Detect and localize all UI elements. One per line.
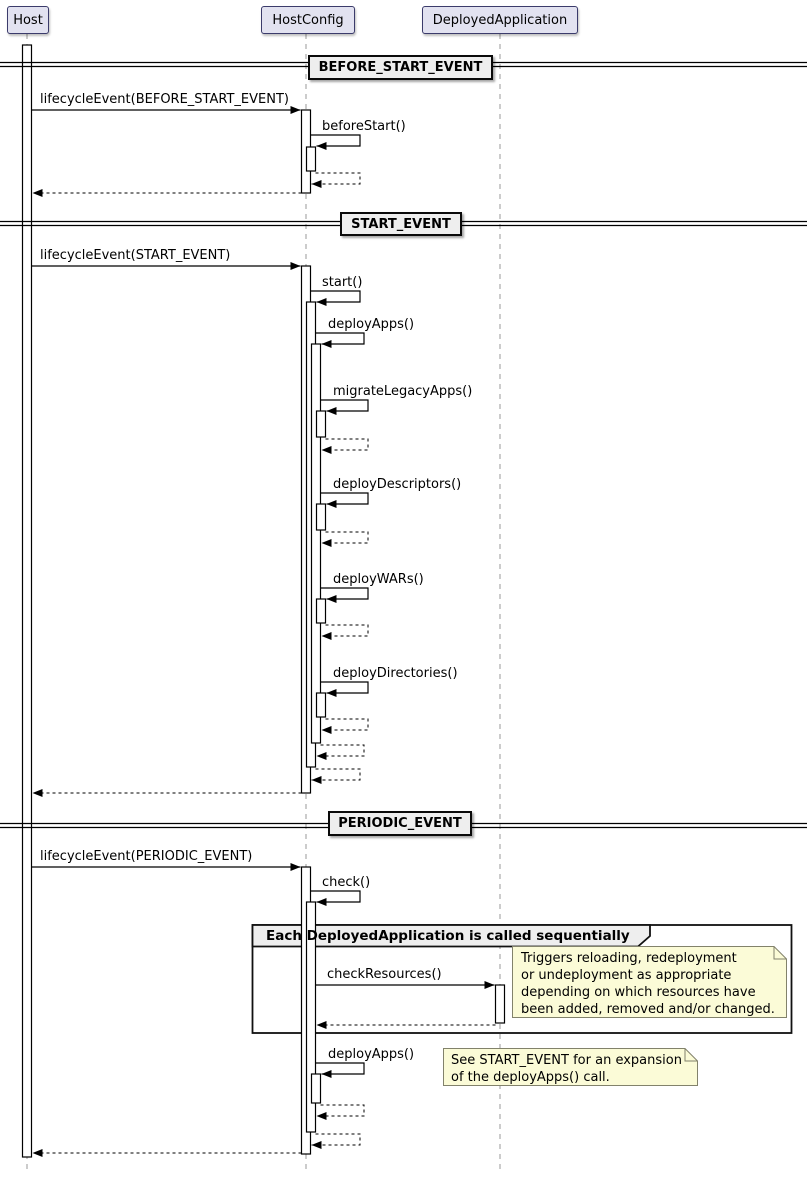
activation-deployedapplication [494, 984, 506, 1024]
activation-deploydirectories [315, 692, 327, 718]
note-checkresources-text: Triggers reloading, redeployment or unde… [521, 951, 775, 1017]
message-label-deploydirectories: deployDirectories() [333, 666, 458, 681]
participant-deployedapplication: DeployedApplication [422, 6, 578, 34]
message-label-deployapps: deployApps() [328, 317, 415, 332]
message-label-deploydescriptors: deployDescriptors() [333, 477, 462, 492]
activation-deployapps [310, 343, 322, 744]
return-deployapps-periodic [316, 1104, 365, 1120]
arrow-start [310, 290, 361, 306]
divider-before-start-event: BEFORE_START_EVENT [308, 55, 493, 80]
activation-host [21, 44, 33, 1158]
message-label-beforestart: beforeStart() [322, 119, 406, 134]
note-deployapps-text: See START_EVENT for an expansion of the … [451, 1053, 682, 1085]
message-label-start: start() [322, 275, 363, 290]
group-frame-label: Each DeployedApplication is called seque… [266, 928, 630, 944]
return-beforestart [311, 172, 361, 188]
participant-hostconfig: HostConfig [261, 6, 355, 34]
activation-deploywars [315, 598, 327, 624]
activation-deploydescriptors [315, 503, 327, 531]
arrow-beforestart [310, 134, 361, 150]
arrow-deployapps-periodic [315, 1062, 365, 1078]
divider-before-start-event-label: BEFORE_START_EVENT [318, 60, 483, 75]
activation-deployapps-periodic [310, 1073, 322, 1104]
return-deploydirectories [321, 718, 369, 734]
message-label-lifecycle-before-start: lifecycleEvent(BEFORE_START_EVENT) [40, 92, 289, 107]
note-deployapps-fold-icon [684, 1048, 698, 1062]
divider-periodic-event-label: PERIODIC_EVENT [338, 816, 462, 831]
activation-check [305, 901, 317, 1133]
return-deployapps [316, 744, 365, 760]
participant-hostconfig-label: HostConfig [272, 12, 344, 28]
message-label-lifecycle-periodic: lifecycleEvent(PERIODIC_EVENT) [40, 849, 253, 864]
message-label-check: check() [322, 875, 371, 890]
divider-start-event-label: START_EVENT [351, 216, 451, 232]
arrow-deployapps [315, 332, 365, 348]
note-deployapps-body [443, 1048, 698, 1086]
divider-periodic-event: PERIODIC_EVENT [328, 811, 472, 836]
return-deploydescriptors [321, 531, 369, 547]
return-start [311, 768, 361, 784]
message-label-deploywars: deployWARs() [333, 572, 424, 587]
participant-host: Host [7, 6, 49, 34]
return-deploywars [321, 624, 369, 640]
message-label-migratelegacyapps: migrateLegacyApps() [333, 384, 473, 399]
group-frame-header [251, 924, 651, 948]
participant-deployedapplication-label: DeployedApplication [432, 12, 568, 28]
arrow-deploywars [320, 587, 369, 603]
message-label-deployapps-periodic: deployApps() [328, 1047, 415, 1062]
message-label-checkresources: checkResources() [327, 967, 442, 982]
note-checkresources-body [512, 946, 787, 1018]
activation-migratelegacyapps [315, 410, 327, 438]
activation-beforestart [305, 146, 317, 172]
arrow-deploydirectories [320, 681, 369, 697]
arrow-migratelegacyapps [320, 399, 369, 415]
return-check [311, 1133, 361, 1149]
return-migratelegacyapps [321, 438, 369, 454]
message-label-lifecycle-start: lifecycleEvent(START_EVENT) [40, 248, 231, 263]
note-checkresources-fold-icon [773, 946, 787, 960]
arrow-check [310, 890, 361, 906]
participant-host-label: Host [13, 12, 43, 28]
arrow-deploydescriptors [320, 492, 369, 508]
divider-start-event: START_EVENT [340, 212, 462, 236]
